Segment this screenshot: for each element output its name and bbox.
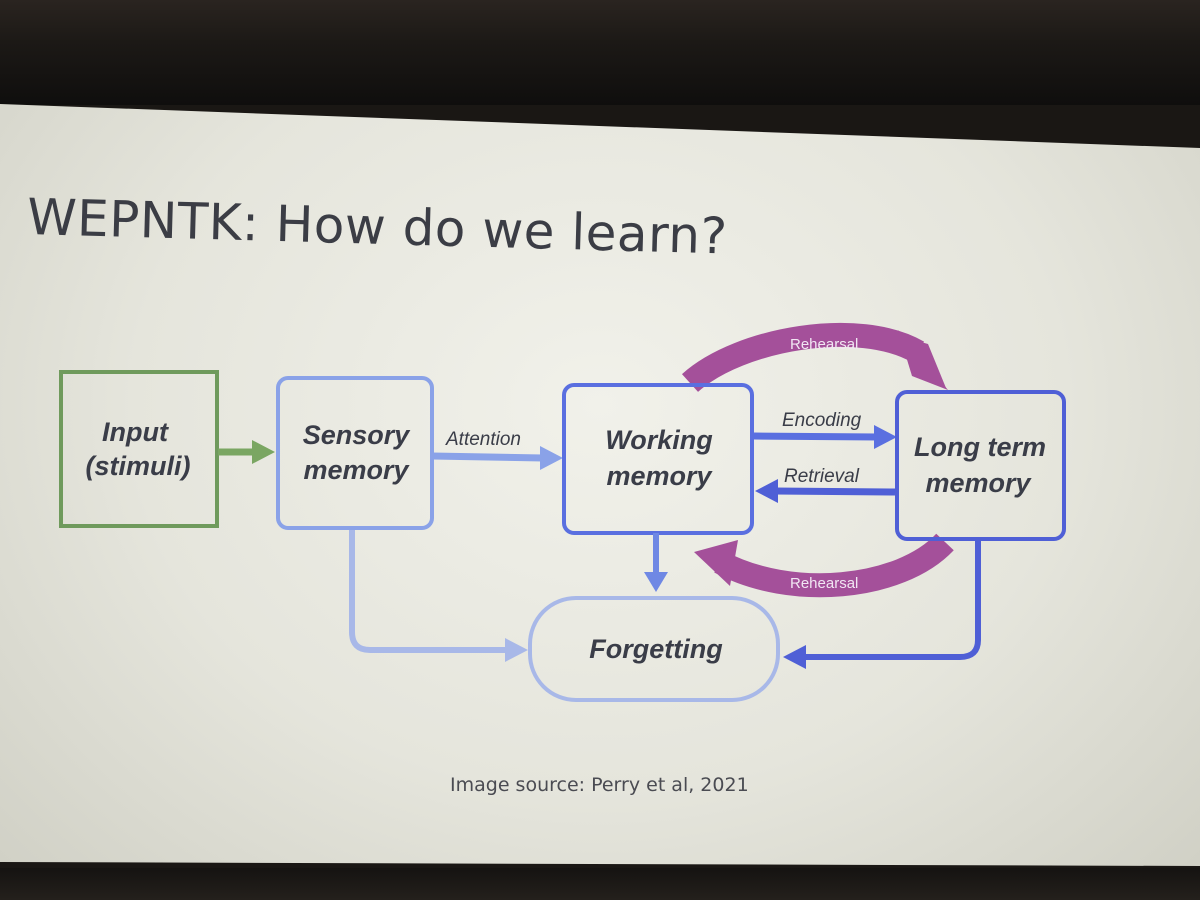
attention-label: Attention — [445, 429, 521, 450]
encoding-arrow: Encoding — [753, 410, 897, 449]
rehearsal-bottom-label: Rehearsal — [790, 575, 858, 592]
monitor-bezel-top — [0, 0, 1200, 105]
attention-arrow: Attention — [431, 429, 563, 470]
longterm-to-forgetting-arrow — [783, 540, 981, 669]
retrieval-arrow: Retrieval — [755, 466, 896, 503]
input-node-line2: (stimuli) — [86, 451, 191, 481]
sensory-to-forgetting-arrow — [349, 530, 528, 662]
rehearsal-top-label: Rehearsal — [790, 336, 858, 353]
working-to-forgetting-arrow — [644, 533, 668, 592]
image-source-caption: Image source: Perry et al, 2021 — [450, 774, 749, 796]
encoding-label: Encoding — [782, 410, 862, 431]
working-node-line1: Working — [605, 425, 713, 455]
input-node-line1: Input — [102, 417, 169, 447]
forgetting-label: Forgetting — [589, 634, 723, 664]
longterm-node-line2: memory — [925, 468, 1032, 498]
monitor-bezel-bottom — [0, 868, 1200, 900]
working-node-line2: memory — [606, 461, 713, 491]
sensory-node-line2: memory — [303, 455, 410, 485]
retrieval-label: Retrieval — [784, 466, 860, 487]
sensory-node-line1: Sensory — [303, 420, 412, 450]
working-memory-node: Working memory — [562, 383, 754, 535]
long-term-memory-node: Long term memory — [895, 390, 1066, 541]
input-node: Input (stimuli) — [59, 370, 219, 528]
rehearsal-bottom-arrow: Rehearsal — [694, 533, 954, 598]
sensory-memory-node: Sensory memory — [276, 376, 434, 530]
longterm-node-line1: Long term — [914, 432, 1046, 462]
input-to-sensory-arrow — [218, 440, 275, 464]
forgetting-node: Forgetting — [528, 596, 780, 702]
rehearsal-top-arrow: Rehearsal — [681, 322, 948, 393]
